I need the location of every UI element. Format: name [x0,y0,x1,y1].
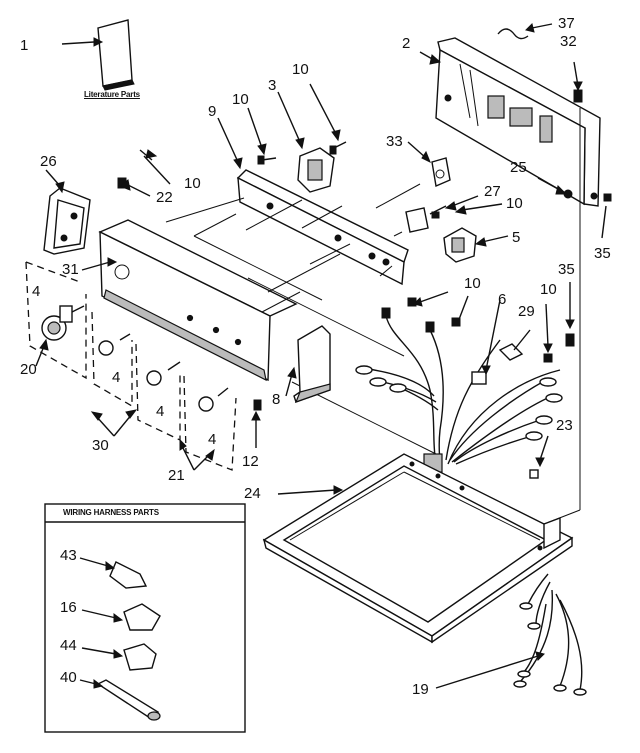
callout-10-d: 10 [506,195,523,212]
callout-3: 3 [268,77,277,94]
callout-4-knob-3: 4 [156,403,165,420]
callout-21: 21 [168,467,185,484]
callout-1: 1 [20,37,29,54]
knob-groups-drawing [25,261,237,471]
callout-9: 9 [208,103,217,120]
callout-4-knob-2: 4 [112,369,121,386]
callout-6: 6 [498,291,507,308]
callout-10-a: 10 [232,91,249,108]
callout-10-c: 10 [184,175,201,192]
callout-26: 26 [40,153,57,170]
callout-8: 8 [272,391,281,408]
callout-12: 12 [242,453,259,470]
callout-4-knob-1: 4 [32,283,41,300]
callout-20: 20 [20,361,37,378]
lower-harness-drawing [435,573,587,696]
callout-27: 27 [484,183,501,200]
literature-booklet-drawing [61,19,135,91]
callout-37: 37 [558,15,575,32]
callout-43: 43 [60,547,77,564]
callout-5: 5 [512,229,521,246]
timer-5-drawing [443,227,509,263]
callout-10-f: 10 [540,281,557,298]
callout-35-b: 35 [594,245,611,262]
housing-guides-drawing [165,183,437,455]
console-body-drawing [81,219,298,382]
main-top-drawing [262,435,574,644]
screws-right-drawing [537,177,612,239]
callout-22: 22 [156,189,173,206]
switch-block-drawing [277,91,335,193]
callout-32: 32 [560,33,577,50]
wiring-box-title: WIRING HARNESS PARTS [63,508,159,517]
callout-23: 23 [556,417,573,434]
callout-44: 44 [60,637,77,654]
side-bracket-drawing [251,325,331,448]
end-cap-drawing [43,149,171,255]
switch-27-drawing [405,195,503,233]
callout-35-a: 35 [558,261,575,278]
callout-2: 2 [402,35,411,52]
callout-10-b: 10 [292,61,309,78]
thermostat-drawing [407,141,451,187]
callout-25: 25 [510,159,527,176]
callout-4-knob-4: 4 [208,431,217,448]
callout-33: 33 [386,133,403,150]
control-bracket-drawing [217,117,409,286]
screws-top-drawing [247,83,347,165]
callout-40: 40 [60,669,77,686]
callout-29: 29 [518,303,535,320]
literature-parts-caption: Literature Parts [84,90,140,99]
rear-console-panel-drawing [419,37,601,207]
wiring-parts-box-drawing [44,503,246,733]
wiring-harness-drawing [355,282,575,473]
top-right-fasteners-drawing [497,23,583,103]
callout-10-e: 10 [464,275,481,292]
callout-19: 19 [412,681,429,698]
callout-30: 30 [92,437,109,454]
callout-31: 31 [62,261,79,278]
callout-24: 24 [244,485,261,502]
callout-16: 16 [60,599,77,616]
